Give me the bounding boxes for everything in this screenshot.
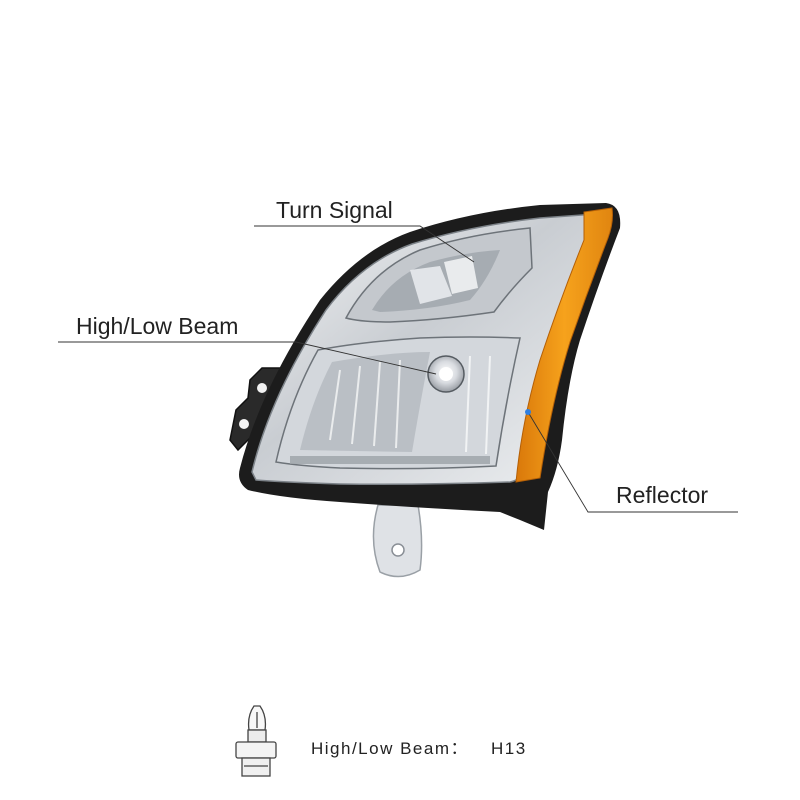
bulb-spec-label: High/Low Beam： [311, 739, 470, 758]
bulb-spec-value: H13 [491, 739, 527, 758]
reflector-marker-dot [525, 409, 531, 415]
reflector-leader [527, 411, 738, 513]
callout-lines [58, 225, 738, 513]
reflector-label: Reflector [616, 482, 709, 508]
turn-signal-leader [254, 225, 475, 263]
turn-signal-label: Turn Signal [276, 197, 393, 223]
mounting-tab [372, 504, 423, 578]
turn-signal-chamber [344, 227, 533, 323]
high-low-beam-label: High/Low Beam [76, 313, 239, 339]
bulb-icon [235, 705, 277, 777]
amber-side-marker [515, 207, 613, 483]
bulb-spec: High/Low Beam： H13 [311, 734, 527, 759]
beam-chamber [275, 336, 521, 470]
beam-leader [58, 341, 437, 375]
